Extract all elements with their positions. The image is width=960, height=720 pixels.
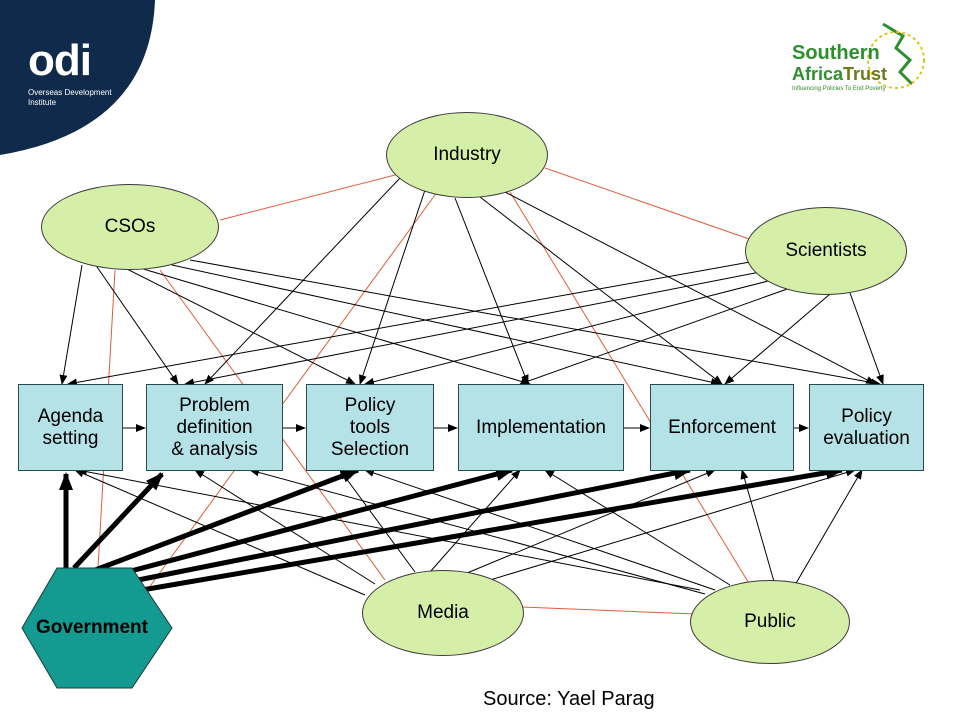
actor-scientists: Scientists bbox=[745, 207, 907, 295]
actor-public: Public bbox=[690, 580, 850, 664]
actor-government: Government bbox=[36, 617, 148, 638]
stage-policy-tools: Policy tools Selection bbox=[306, 384, 434, 471]
sat-logo-line2: AfricaTrust bbox=[792, 64, 887, 85]
stage-policy-evaluation: Policy evaluation bbox=[809, 384, 924, 471]
sat-logo-line1: Southern bbox=[792, 42, 880, 64]
odi-logo: odi Overseas Development Institute bbox=[0, 0, 160, 160]
government-hexagon bbox=[21, 567, 173, 689]
thin-arrows bbox=[59, 177, 884, 596]
sat-logo-tagline: Influencing Policies To End Poverty bbox=[792, 86, 886, 92]
southern-africa-trust-logo: Southern AfricaTrust Influencing Policie… bbox=[778, 20, 930, 102]
stage-implementation: Implementation bbox=[458, 384, 624, 471]
source-caption: Source: Yael Parag bbox=[483, 688, 655, 710]
sat-logo-trust: Trust bbox=[843, 64, 888, 84]
actor-media: Media bbox=[362, 570, 524, 656]
actor-csos: CSOs bbox=[41, 184, 219, 270]
sat-logo-africa: Africa bbox=[792, 64, 844, 84]
odi-logo-subtitle: Overseas Development Institute bbox=[28, 88, 112, 107]
actor-industry: Industry bbox=[386, 112, 548, 198]
odi-logo-text: odi bbox=[28, 36, 92, 85]
stage-enforcement: Enforcement bbox=[650, 384, 794, 471]
odi-corner-shape bbox=[0, 0, 155, 155]
stage-problem-definition: Problem definition & analysis bbox=[146, 384, 283, 471]
stage-agenda-setting: Agenda setting bbox=[18, 384, 123, 471]
government-arrows bbox=[59, 465, 844, 593]
